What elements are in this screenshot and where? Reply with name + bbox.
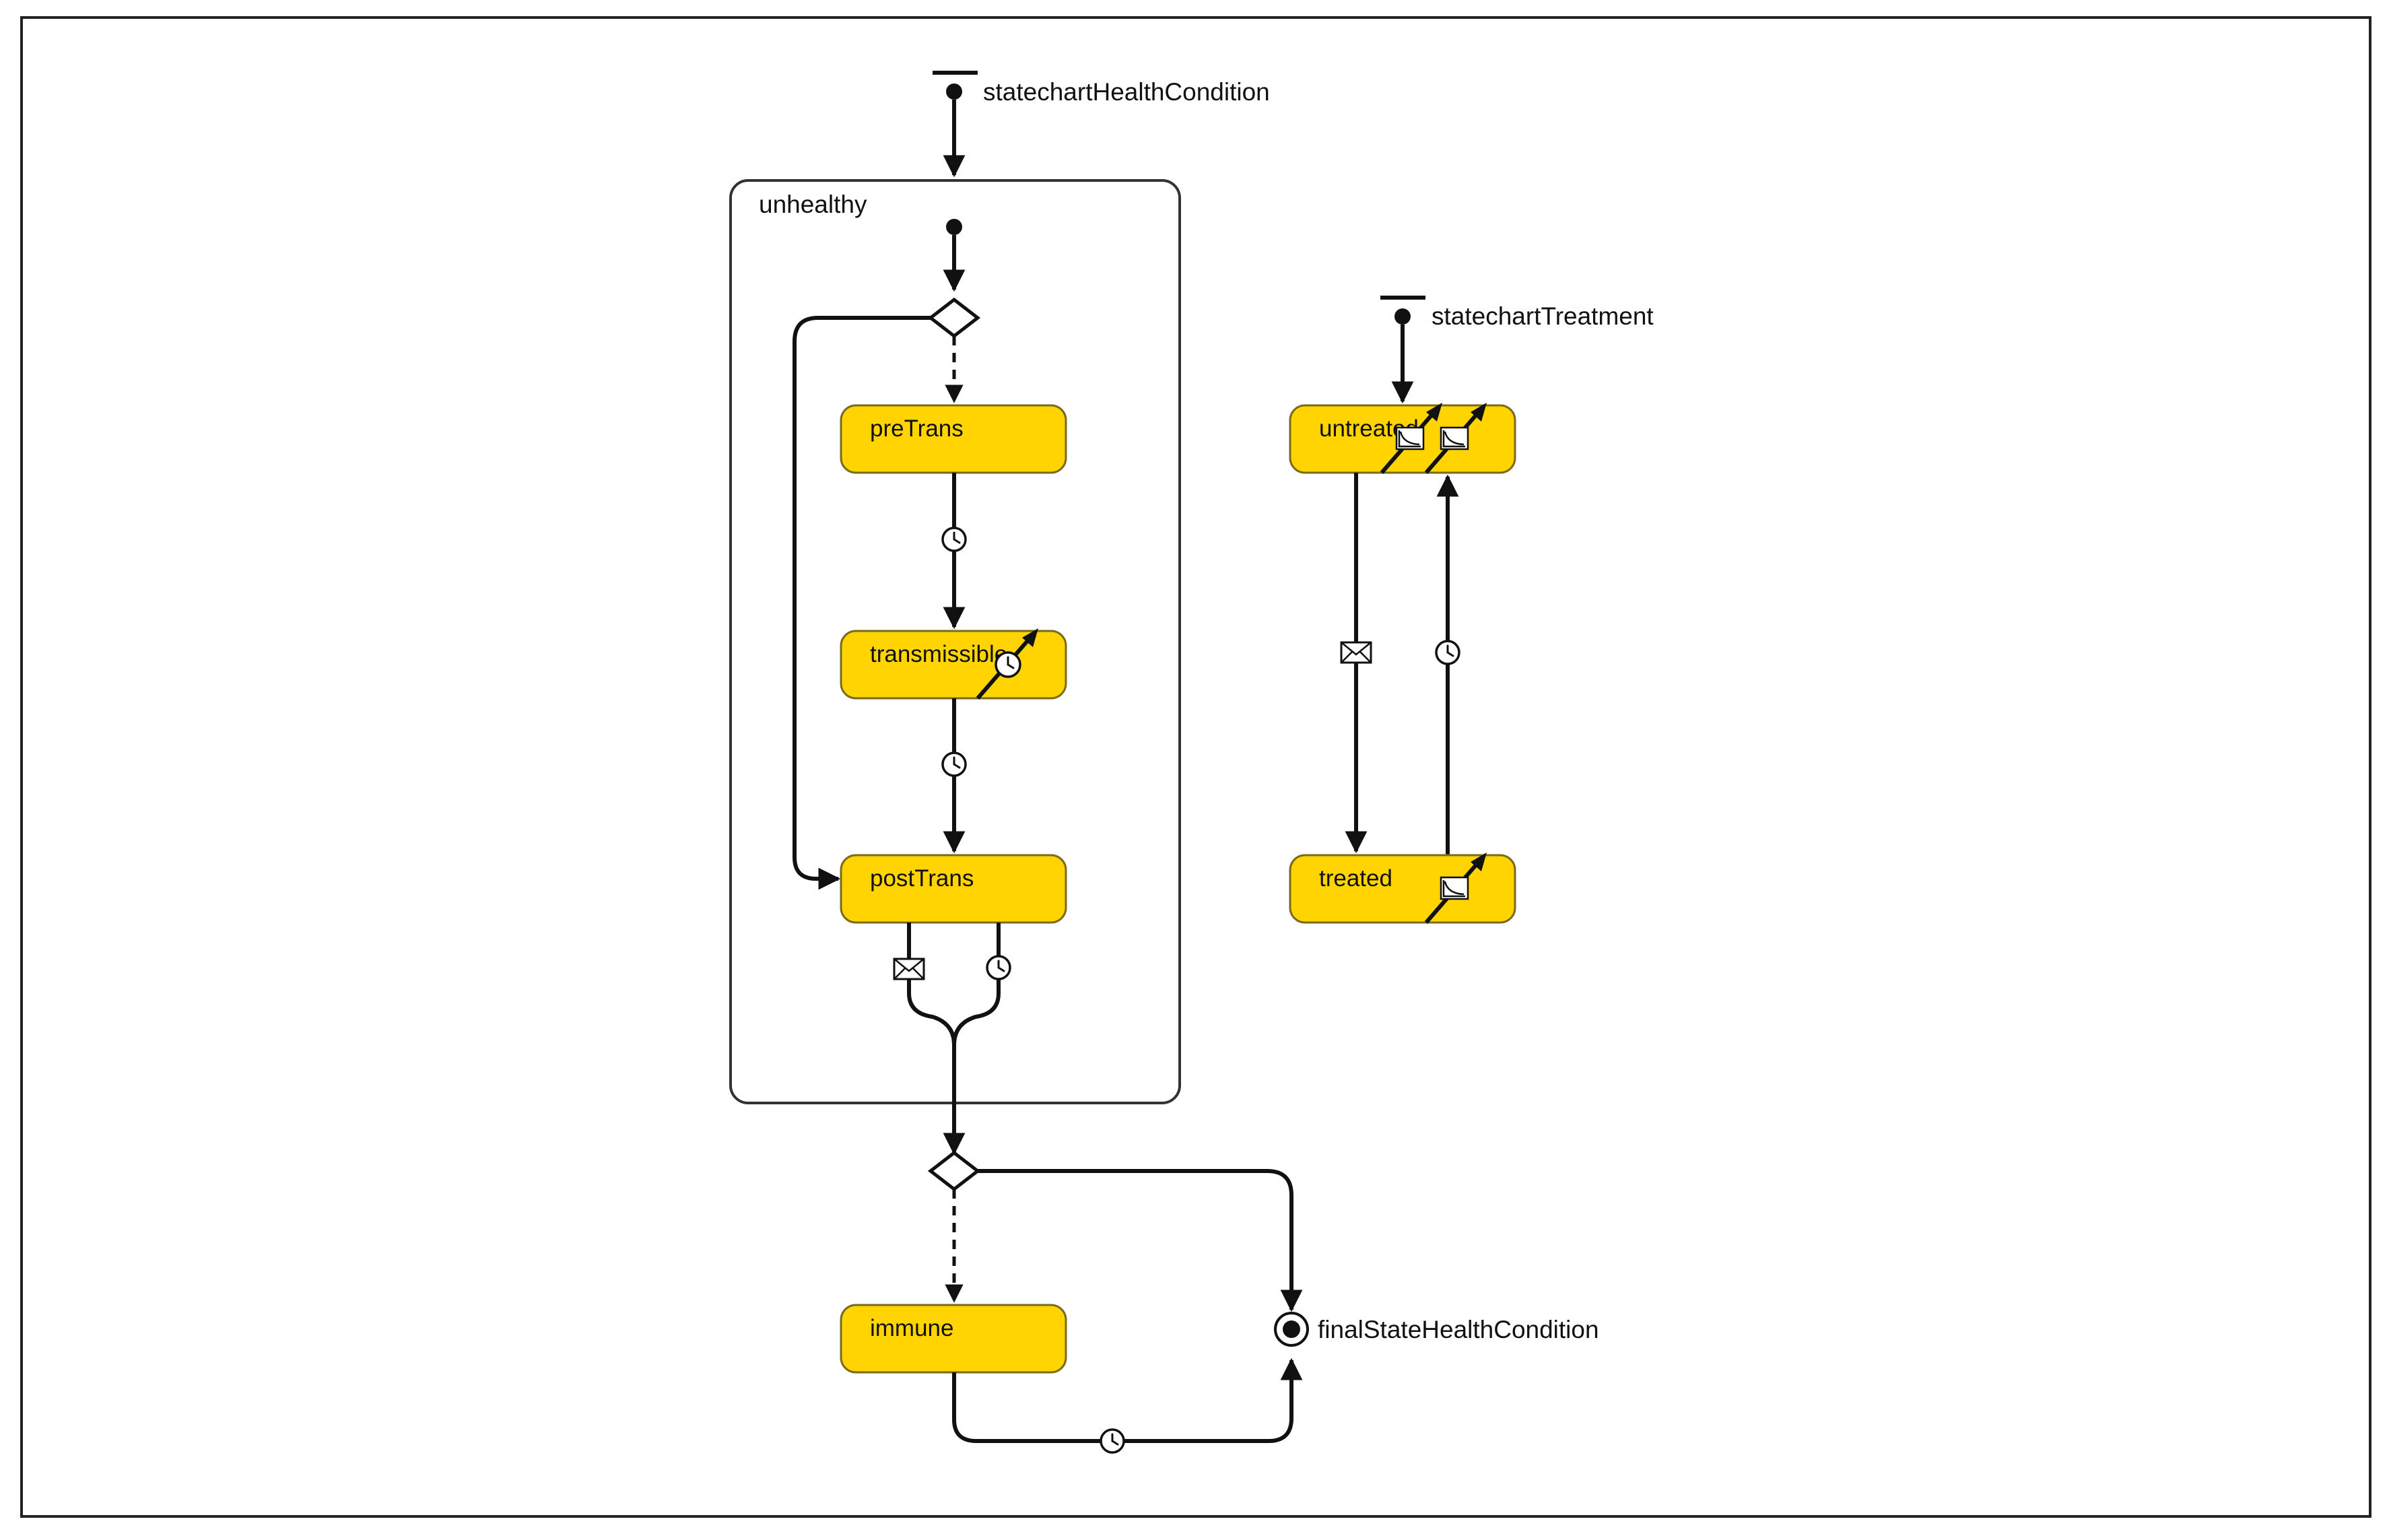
transition-posttrans-message-exit[interactable]: [907, 923, 956, 1046]
state-pretrans-label: preTrans: [870, 415, 964, 442]
diagram-frame: [20, 16, 2371, 1518]
composite-state-label: unhealthy: [759, 191, 867, 218]
start-point-treatment-label: statechartTreatment: [1432, 302, 1654, 330]
state-transmissible-label: transmissible: [870, 641, 1007, 667]
branch-diamond-2[interactable]: [927, 1150, 981, 1192]
state-treated-label: treated: [1319, 865, 1392, 892]
rate-chart-icon: [1395, 426, 1425, 450]
internal-rate-transition-1[interactable]: [1380, 403, 1442, 474]
final-state-health[interactable]: finalStateHealthCondition: [1274, 1312, 1599, 1347]
transition-branch2-to-final[interactable]: [978, 1169, 1303, 1312]
start-point-treatment[interactable]: statechartTreatment: [1380, 296, 1654, 330]
start-point-health-label: statechartHealthCondition: [983, 78, 1270, 106]
state-untreated[interactable]: untreated: [1289, 403, 1516, 474]
clock-icon: [941, 751, 967, 777]
clock-icon: [995, 651, 1021, 678]
start-point-health[interactable]: statechartHealthCondition: [933, 71, 1270, 106]
state-immune-label: immune: [870, 1315, 953, 1341]
transition-branch1-to-posttrans[interactable]: [793, 316, 931, 890]
clock-icon: [986, 955, 1011, 980]
state-immune[interactable]: immune: [840, 1304, 1067, 1374]
clock-icon: [941, 527, 967, 552]
internal-rate-transition-treated[interactable]: [1424, 852, 1487, 924]
transition-posttrans-timeout-exit[interactable]: [952, 923, 1001, 1046]
internal-rate-transition-2[interactable]: [1424, 403, 1487, 474]
initial-pointer-unhealthy[interactable]: [946, 219, 962, 235]
branch-diamond-1[interactable]: [927, 297, 981, 339]
internal-timeout-transition[interactable]: [976, 628, 1038, 700]
state-posttrans[interactable]: postTrans: [840, 854, 1067, 924]
state-treated[interactable]: treated: [1289, 852, 1516, 924]
clock-icon: [1435, 640, 1460, 665]
state-posttrans-label: postTrans: [870, 865, 974, 892]
state-transmissible[interactable]: transmissible: [840, 628, 1067, 700]
state-pretrans[interactable]: preTrans: [840, 404, 1067, 474]
envelope-icon: [893, 958, 925, 980]
clock-icon: [1100, 1428, 1125, 1454]
final-state-label: finalStateHealthCondition: [1318, 1316, 1599, 1343]
rate-chart-icon: [1440, 876, 1469, 900]
rate-chart-icon: [1440, 426, 1469, 450]
envelope-icon: [1340, 641, 1372, 664]
